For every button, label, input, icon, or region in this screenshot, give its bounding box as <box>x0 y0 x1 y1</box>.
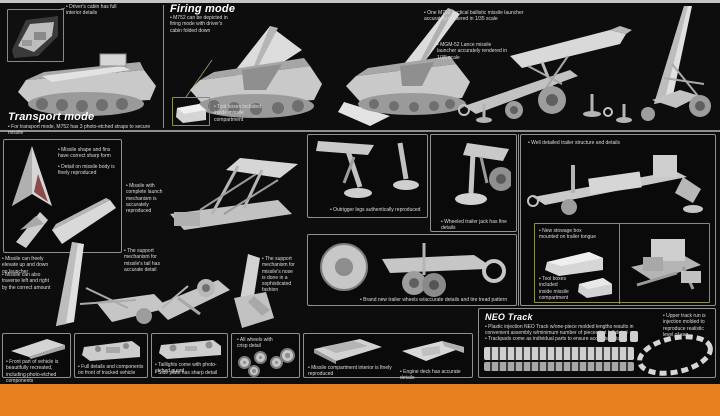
driver-cabin-inset-panel <box>7 9 64 62</box>
lance-scale-note: MGM-52 Lance missile launcher accurately… <box>437 42 511 61</box>
missile-body-note: Detail on missile body is finely reprodu… <box>58 164 118 177</box>
toolbox-render <box>176 104 206 123</box>
erected-missile-render <box>603 6 711 123</box>
horizontal-divider <box>0 130 720 132</box>
trailer-structure-panel: Well detailed trailer structure and deta… <box>520 134 716 306</box>
stowage-box-note: New stowage box mounted on trailer tongu… <box>539 228 599 241</box>
front-hull-panel: Full details and components on front of … <box>74 333 148 378</box>
missile-body-render <box>52 198 116 244</box>
trailer-jack-panel: Wheeled trailer jack has fine details <box>430 134 517 232</box>
side-plate-note: Side plate has sharp detail <box>155 370 227 376</box>
trailer-toolbox-note: Tool boxes included inside missile compa… <box>539 276 571 301</box>
neo-track-heading: NEO Track <box>485 312 533 322</box>
missile-compartment-render <box>631 239 701 290</box>
firing-mode-bullet: M752 can be depicted in firing mode with… <box>170 15 234 34</box>
tail-support-render <box>154 279 230 320</box>
wheel-render-5 <box>280 348 295 363</box>
neo-track-bullet2: Trackpads come as individual parts to en… <box>485 336 647 342</box>
trailer-toolbox-render <box>578 278 612 298</box>
wheel-render-2 <box>254 351 267 364</box>
outrigger-render <box>316 141 419 198</box>
firing-toolbox-note: Tool boxes included inside missile compa… <box>214 104 262 123</box>
wheel-render-4 <box>248 365 260 377</box>
front-hull-render <box>82 341 140 361</box>
trailer-inset-divider <box>619 224 620 304</box>
trailer-launcher-render <box>458 26 632 123</box>
wheel-render-1 <box>238 356 251 369</box>
firing-mode-heading: Firing mode <box>170 3 236 15</box>
footer-bar: 3592 www.dragon-models.com e-mail: info@… <box>0 384 720 416</box>
engine-deck-note: Engine deck has accurate details <box>400 369 470 382</box>
track-length-render <box>484 347 634 360</box>
outrigger-note: Outrigger legs authentically reproduced <box>330 207 426 213</box>
transport-mode-bullet: For transport mode, M752 has 3 photo-etc… <box>8 124 160 137</box>
trailer-structure-render <box>527 155 703 215</box>
driver-cabin-render <box>12 16 58 58</box>
neo-track-bullet1: Plastic injection NEO Track w/one-piece … <box>485 324 647 337</box>
missile-traverse-note: Missile can also traverse left and right… <box>2 272 54 291</box>
trailer-wheels-panel: Brand new trailer wheels w/accurate deta… <box>307 234 517 306</box>
engine-deck-render <box>402 341 464 361</box>
wheels-panel: All wheels with crisp detail <box>231 333 300 378</box>
nose-support-render <box>234 254 274 328</box>
track-length-render2 <box>484 362 634 371</box>
front-part-panel: Front part of vehicle is beautifully rec… <box>2 333 71 384</box>
outrigger-panel: Outrigger legs authentically reproduced <box>307 134 428 218</box>
vertical-divider-center-right <box>518 134 519 306</box>
compartment-deck-panel: Missile compartment interior is finely r… <box>303 333 473 381</box>
tail-support-note: The support mechanism for missile's tail… <box>124 248 166 273</box>
trailer-jack-note: Wheeled trailer jack has fine details <box>441 219 515 232</box>
missile-detail-panel: Missile shape and fins have correct shar… <box>3 139 122 253</box>
taillight-panel: Taillights come with photo-etched guard … <box>151 333 228 378</box>
nose-support-note: The support mechanism for missile's nose… <box>262 256 296 294</box>
track-sag-note: Upper track run is injection molded to r… <box>663 313 713 338</box>
trailer-inset-panel: New stowage box mounted on trailer tongu… <box>534 223 710 304</box>
vertical-divider-transport-firing <box>163 5 164 128</box>
missile-shape-note: Missile shape and fins have correct shar… <box>58 147 118 160</box>
trailer-structure-note: Well detailed trailer structure and deta… <box>528 140 668 146</box>
top-edge-strip <box>0 0 720 3</box>
wheels-note: All wheels with crisp detail <box>237 337 279 350</box>
trailer-jack-render <box>455 143 511 205</box>
front-part-render <box>11 339 65 359</box>
m752-scale-note: One M752 Tactical ballistic missile laun… <box>424 10 532 23</box>
front-hull-note: Full details and components on front of … <box>78 364 146 377</box>
compartment-interior-render <box>314 339 382 364</box>
missile-tail-render <box>16 212 48 248</box>
stowage-box-render <box>545 252 603 276</box>
driver-cabin-note: Driver's cabin has full interior details <box>66 4 126 17</box>
large-tire-render <box>320 243 368 291</box>
compartment-note: Missile compartment interior is finely r… <box>308 365 394 378</box>
trailer-wheels-note: Brand new trailer wheels w/accurate deta… <box>360 297 514 303</box>
firing-vehicle-elevated-render <box>338 8 470 126</box>
transport-vehicle-render <box>18 53 156 116</box>
rear-plate-render <box>159 340 221 359</box>
launch-mechanism-note: Missile with complete launch mechanism i… <box>126 183 164 214</box>
front-part-note: Front part of vehicle is beautifully rec… <box>6 359 68 384</box>
neo-track-panel: NEO Track Plastic injection NEO Track w/… <box>478 308 716 378</box>
toolbox-callout-box <box>172 97 210 126</box>
missile-fins-render <box>12 146 52 206</box>
trackpads-render <box>597 331 641 343</box>
launch-mechanism-render <box>170 158 298 230</box>
launcher-missile-render <box>56 242 168 326</box>
wheel-render-3 <box>270 356 283 369</box>
assembled-track-render <box>637 334 713 376</box>
transport-mode-heading: Transport mode <box>8 111 95 123</box>
double-wheel-render <box>382 243 506 297</box>
